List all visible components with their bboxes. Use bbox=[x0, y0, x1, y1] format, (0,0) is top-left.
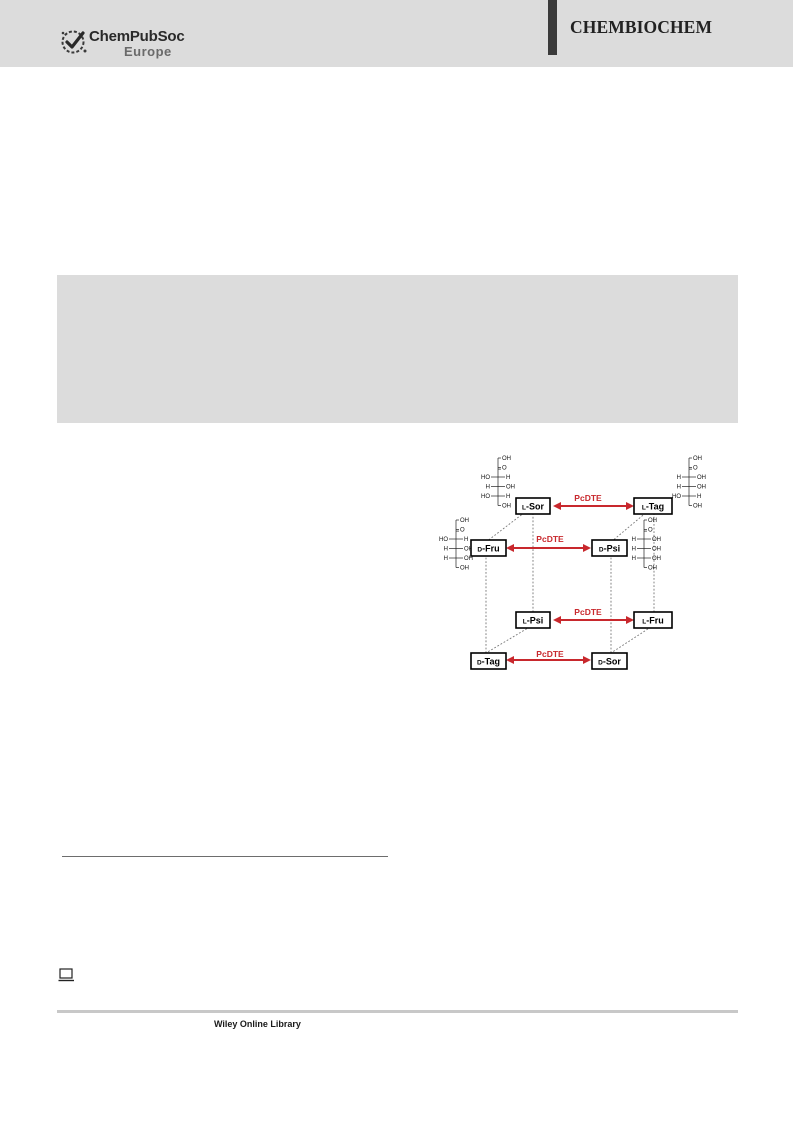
sugar-prefix: D bbox=[477, 660, 482, 667]
journal-title[interactable]: CHEMBIOCHEM bbox=[570, 17, 713, 37]
journal-accent-bar bbox=[548, 0, 557, 55]
fischer-group: H bbox=[506, 475, 510, 481]
sugar-name: -Psi bbox=[527, 616, 544, 626]
fischer-group: OH bbox=[464, 556, 473, 562]
footer-divider bbox=[57, 1010, 738, 1013]
sugar-d-fru: D-Fru bbox=[470, 539, 507, 557]
fischer-group: OH bbox=[502, 456, 511, 462]
fischer-group: O bbox=[502, 466, 507, 472]
sugar-name: -Tag bbox=[482, 657, 500, 667]
fischer-group: OH bbox=[460, 566, 469, 572]
sugar-prefix: D bbox=[599, 547, 604, 554]
header-band bbox=[0, 0, 793, 67]
fischer-group: H bbox=[464, 537, 468, 543]
sugar-l-tag: L-Tag bbox=[633, 497, 673, 515]
sugar-l-fru: L-Fru bbox=[633, 611, 673, 629]
enzyme-label-2: PcDTE bbox=[536, 534, 564, 544]
fischer-group: OH bbox=[648, 518, 657, 524]
fischer-group: OH bbox=[464, 547, 473, 553]
svg-text:D-Sor: D-Sor bbox=[598, 657, 621, 667]
fischer-group: OH bbox=[652, 547, 661, 553]
fischer-group: OH bbox=[648, 566, 657, 572]
svg-text:L-Sor: L-Sor bbox=[522, 502, 544, 512]
fischer-group: H bbox=[677, 485, 681, 491]
sugar-name: -Fru bbox=[646, 616, 664, 626]
footnote-divider bbox=[62, 856, 388, 857]
fischer-group: OH bbox=[652, 537, 661, 543]
fischer-group: O bbox=[693, 466, 698, 472]
fischer-group: H bbox=[444, 556, 448, 562]
sugar-prefix: D bbox=[598, 660, 603, 667]
svg-text:D-Psi: D-Psi bbox=[599, 544, 620, 554]
sugar-prefix: L bbox=[523, 619, 527, 626]
society-logo-icon bbox=[61, 30, 87, 54]
society-name: ChemPubSoc bbox=[89, 28, 185, 45]
svg-text:L-Psi: L-Psi bbox=[523, 616, 544, 626]
fischer-group: OH bbox=[460, 518, 469, 524]
fischer-group: H bbox=[697, 494, 701, 500]
supporting-info-icon[interactable] bbox=[58, 968, 76, 982]
fischer-group: O bbox=[460, 528, 465, 534]
fischer-group: OH bbox=[652, 556, 661, 562]
sugar-prefix: D bbox=[477, 547, 482, 554]
svg-text:L-Tag: L-Tag bbox=[642, 502, 664, 512]
fischer-group: HO bbox=[672, 494, 681, 500]
fischer-group: OH bbox=[693, 504, 702, 510]
sugar-l-sor: L-Sor bbox=[515, 497, 551, 515]
fischer-group: HO bbox=[481, 494, 490, 500]
reaction-arrows bbox=[506, 502, 634, 664]
sugar-d-tag: D-Tag bbox=[470, 652, 507, 670]
fischer-group: O bbox=[648, 528, 653, 534]
enzyme-label-3: PcDTE bbox=[574, 607, 602, 617]
fischer-group: H bbox=[444, 547, 448, 553]
fischer-group: HO bbox=[481, 475, 490, 481]
fischer-group: OH bbox=[693, 456, 702, 462]
society-region: Europe bbox=[124, 44, 172, 59]
fischer-group: HO bbox=[439, 537, 448, 543]
fischer-group: OH bbox=[697, 475, 706, 481]
svg-text:D-Fru: D-Fru bbox=[477, 544, 499, 554]
dashed-connectors bbox=[485, 505, 655, 654]
abstract-panel bbox=[57, 275, 738, 423]
sugar-prefix: L bbox=[522, 505, 526, 512]
fischer-group: H bbox=[632, 547, 636, 553]
svg-text:D-Tag: D-Tag bbox=[477, 657, 500, 667]
sugar-name: -Sor bbox=[526, 502, 544, 512]
fischer-group: H bbox=[506, 494, 510, 500]
sugar-name: -Fru bbox=[482, 544, 500, 554]
sugar-l-psi: L-Psi bbox=[515, 611, 551, 629]
sugar-prefix: L bbox=[642, 505, 646, 512]
fischer-group: H bbox=[632, 537, 636, 543]
sugar-name: -Tag bbox=[646, 502, 664, 512]
svg-text:L-Fru: L-Fru bbox=[642, 616, 663, 626]
fischer-group: OH bbox=[502, 504, 511, 510]
sugar-name: -Sor bbox=[603, 657, 621, 667]
sugar-d-sor: D-Sor bbox=[591, 652, 628, 670]
sugar-prefix: L bbox=[642, 619, 646, 626]
fischer-group: OH bbox=[697, 485, 706, 491]
fischer-group: H bbox=[632, 556, 636, 562]
society-logo[interactable]: ChemPubSoc Europe bbox=[58, 25, 198, 61]
sugar-d-psi: D-Psi bbox=[591, 539, 628, 557]
enzyme-label-4: PcDTE bbox=[536, 649, 564, 659]
sugar-name: -Psi bbox=[604, 544, 621, 554]
fischer-group: OH bbox=[506, 485, 515, 491]
fischer-group: H bbox=[486, 485, 490, 491]
fischer-group: H bbox=[677, 475, 681, 481]
enzyme-label-1: PcDTE bbox=[574, 493, 602, 503]
publisher-name[interactable]: Wiley Online Library bbox=[214, 1019, 301, 1029]
